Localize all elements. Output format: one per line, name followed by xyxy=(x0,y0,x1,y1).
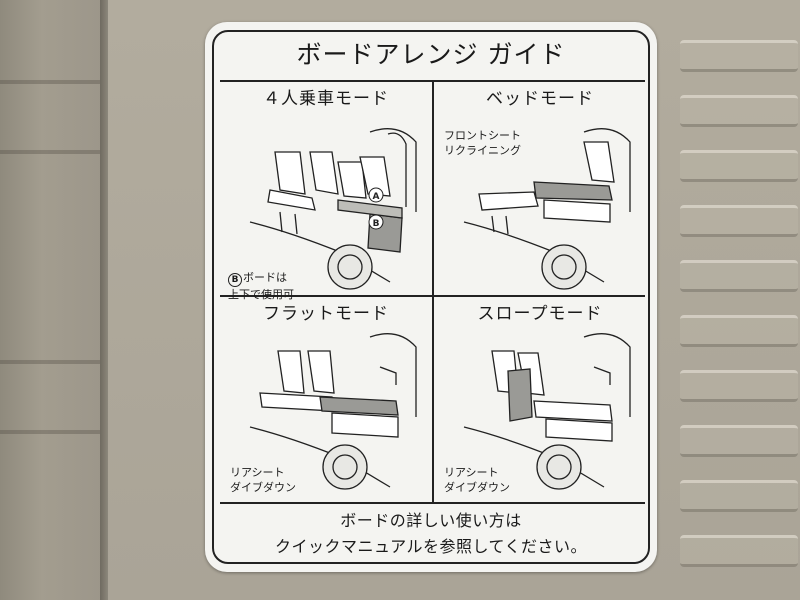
mode-grid: ４人乗車モード xyxy=(220,80,645,504)
footer-line-2: クイックマニュアルを参照してください。 xyxy=(274,537,588,556)
sticker-title: ボードアレンジ ガイド xyxy=(296,40,566,69)
note-line-2: ダイブダウン xyxy=(230,481,296,494)
sticker-border: ボードアレンジ ガイド ４人乗車モード xyxy=(212,30,650,564)
note-line-1: ボードは xyxy=(243,271,287,284)
note-line-1: リアシート xyxy=(230,466,285,479)
marker-a: A xyxy=(373,192,380,202)
panel-note: フロントシート リクライニング xyxy=(444,128,521,158)
note-line-1: フロントシート xyxy=(444,129,521,142)
marker-b: B xyxy=(373,219,380,229)
trim-groove xyxy=(0,430,100,434)
panel-slope-mode: スロープモード リアシ xyxy=(434,297,646,509)
panel-note: リアシート ダイブダウン xyxy=(444,465,510,495)
panel-seam xyxy=(100,0,108,600)
note-line-1: リアシート xyxy=(444,466,499,479)
trim-ribs xyxy=(670,0,800,600)
panel-title: スロープモード xyxy=(477,304,603,324)
trim-groove xyxy=(0,360,100,364)
panel-flat-mode: フラットモード リアシ xyxy=(220,297,432,509)
marker-b-icon: B xyxy=(228,273,242,287)
trim-groove xyxy=(0,80,100,84)
bed-mode-illustration xyxy=(463,128,631,290)
panel-title: ベッドモード xyxy=(486,89,594,109)
panel-title: フラットモード xyxy=(263,304,389,324)
note-line-2: リクライニング xyxy=(444,144,521,157)
trim-groove xyxy=(0,150,100,154)
slope-mode-illustration xyxy=(463,333,631,490)
flat-mode-illustration xyxy=(249,333,417,490)
note-line-2: 上下で使用可 xyxy=(228,288,294,301)
panel-note: リアシート ダイブダウン xyxy=(230,465,296,495)
grid-divider-vertical xyxy=(432,82,434,502)
board-arrange-guide-sticker: ボードアレンジ ガイド ４人乗車モード xyxy=(205,22,657,572)
panel-four-seat-mode: ４人乗車モード xyxy=(220,82,432,301)
panel-title: ４人乗車モード xyxy=(263,89,389,109)
sticker-footer: ボードの詳しい使い方は クイックマニュアルを参照してください。 xyxy=(214,508,648,560)
left-trim-panel xyxy=(0,0,105,600)
footer-line-1: ボードの詳しい使い方は xyxy=(340,511,522,530)
panel-bed-mode: ベッドモード フロントシート リクライニング xyxy=(434,82,646,294)
note-line-2: ダイブダウン xyxy=(444,481,510,494)
grid-divider-horizontal xyxy=(220,295,645,297)
four-seat-mode-illustration: A B xyxy=(249,128,417,290)
